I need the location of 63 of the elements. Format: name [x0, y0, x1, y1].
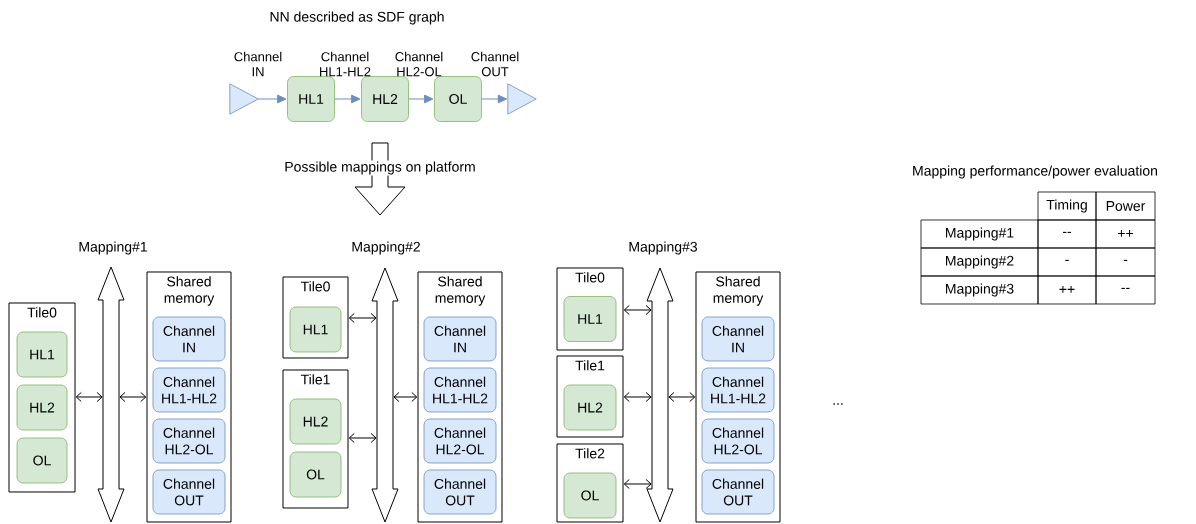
channel-box: Channel IN [152, 316, 226, 362]
channel-box: Channel HL2-OL [701, 418, 775, 464]
channel-box: Channel HL2-OL [423, 418, 497, 464]
edge-label: Channel HL2-OL [395, 51, 443, 77]
arrow-caption: Possible mappings on platform [283, 160, 477, 176]
table-title: Mapping performance/power evaluation [913, 165, 1157, 179]
channel-box: Channel HL2-OL [152, 418, 226, 464]
channel-box: Channel HL1-HL2 [152, 367, 226, 413]
heading: NN described as SDF graph [270, 11, 444, 25]
arrow [75, 392, 103, 402]
arrow [348, 433, 377, 443]
table-cell: -- [1095, 275, 1156, 305]
edge-label: Channel IN [234, 51, 282, 77]
triangle [229, 83, 259, 115]
channel-box: Channel HL1-HL2 [423, 367, 497, 413]
mapping-title: Mapping#3 [629, 241, 697, 255]
arrow [668, 392, 696, 402]
table-cell: -- [1037, 219, 1097, 249]
bus-arrow [97, 266, 125, 523]
arrow [408, 94, 434, 104]
edge-label: Channel OUT [471, 51, 519, 77]
table-cell: - [1095, 247, 1156, 277]
table-cell: ++ [1037, 275, 1097, 305]
table-cell: Power [1095, 191, 1156, 221]
table-cell: Timing [1037, 191, 1097, 221]
layer-box: HL2 [16, 384, 68, 431]
arrow [623, 479, 652, 489]
table-cell: - [1037, 247, 1097, 277]
table-cell: Mapping#3 [920, 275, 1039, 305]
layer-box: HL1 [563, 296, 617, 342]
channel-box: Channel OUT [152, 469, 226, 515]
channel-box: Channel IN [423, 316, 497, 362]
arrow [119, 392, 147, 402]
layer-box: HL1 [16, 331, 68, 378]
arrow [348, 313, 377, 323]
channel-box: Channel IN [701, 316, 775, 362]
arrow [257, 94, 287, 104]
arrow [623, 392, 652, 402]
table-cell: Mapping#2 [920, 247, 1039, 277]
layer-box: HL1 [287, 76, 335, 122]
edge-label: Channel HL1-HL2 [320, 51, 371, 77]
layer-box: HL1 [289, 306, 342, 353]
table-cell: ++ [1095, 219, 1156, 249]
layer-box: OL [289, 451, 342, 498]
channel-box: Channel OUT [701, 469, 775, 515]
arrow [334, 94, 361, 104]
triangle [507, 83, 537, 115]
bus-arrow [646, 267, 674, 523]
table-cell: Mapping#1 [920, 219, 1039, 249]
layer-box: HL2 [289, 398, 342, 445]
ellipsis: ... [833, 403, 843, 405]
bus-arrow [371, 267, 399, 523]
channel-box: Channel OUT [423, 469, 497, 515]
arrow [481, 94, 508, 104]
layer-box: HL2 [563, 384, 617, 431]
arrow [393, 392, 418, 402]
channel-box: Channel HL1-HL2 [701, 367, 775, 413]
arrow [623, 305, 652, 315]
layer-box: HL2 [361, 76, 409, 122]
layer-box: OL [16, 437, 68, 484]
layer-box: OL [434, 76, 482, 122]
layer-box: OL [563, 472, 617, 519]
mapping-title: Mapping#2 [352, 241, 420, 255]
